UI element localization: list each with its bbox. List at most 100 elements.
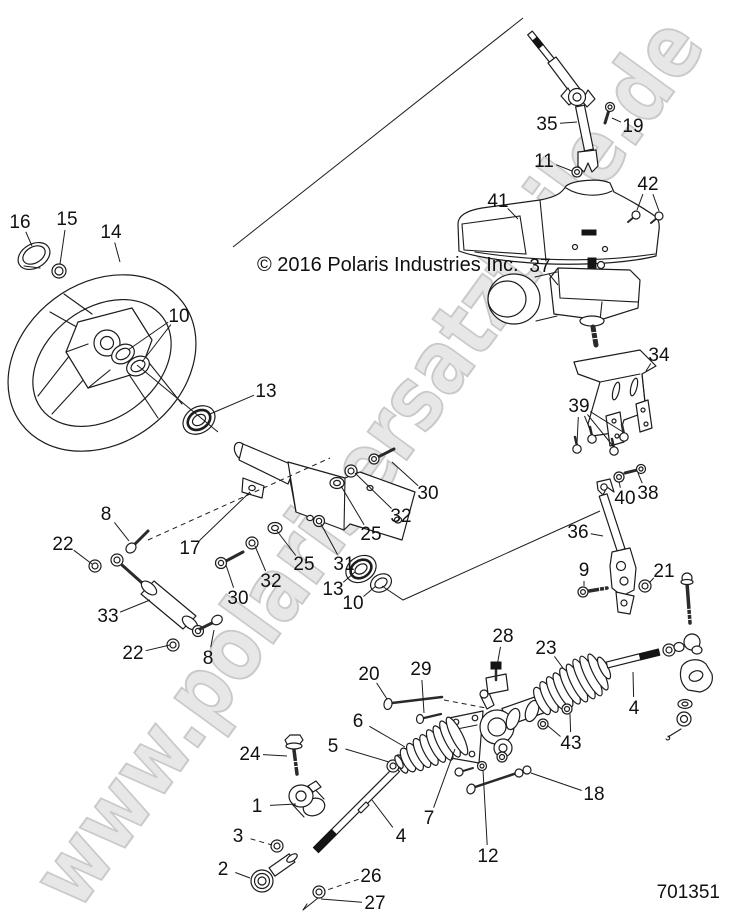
leader-line [433, 748, 456, 808]
callout-25: 25 [293, 554, 314, 575]
leader-line [250, 838, 273, 846]
copyright-text: © 2016 Polaris Industries Inc. [257, 254, 519, 276]
leader-line [507, 208, 519, 220]
callout-43: 43 [560, 733, 581, 754]
callout-41: 41 [487, 191, 508, 212]
leader-line [584, 415, 593, 435]
leader-line [496, 646, 501, 667]
leader-line [553, 656, 564, 669]
leader-line [611, 117, 622, 123]
fasteners-lower [214, 514, 326, 570]
steering-damper [110, 553, 205, 638]
callout-11: 11 [534, 151, 554, 172]
cotter-pin-27 [302, 897, 319, 911]
callout-22: 22 [52, 534, 73, 555]
callout-9: 9 [579, 560, 590, 581]
callout-20: 20 [358, 664, 379, 685]
leader-line [369, 725, 406, 748]
rack-housing [479, 689, 546, 758]
rod-end-2 [250, 853, 298, 893]
callout-18: 18 [583, 784, 604, 805]
leader-line [269, 803, 297, 806]
nut-26 [312, 885, 326, 899]
bolt-9 [577, 585, 609, 598]
leader-line [141, 324, 172, 363]
screw-washer-12 [454, 760, 488, 777]
callout-19: 19 [622, 116, 643, 137]
bearing-lower [345, 554, 393, 593]
callout-12: 12 [477, 846, 498, 867]
leader-line [376, 682, 388, 700]
damper-bolts [88, 529, 223, 652]
leader-line [590, 533, 604, 537]
callout-38: 38 [637, 483, 658, 504]
lower-steering-shaft [596, 478, 637, 615]
callout-8: 8 [203, 648, 214, 669]
callout-17: 17 [179, 538, 200, 559]
leader-line [652, 194, 660, 212]
leader-line [114, 242, 121, 263]
leader-line [391, 461, 419, 487]
leader-line [114, 522, 130, 542]
leader-line [320, 898, 363, 903]
callout-10: 10 [342, 593, 363, 614]
callout-3: 3 [233, 826, 244, 847]
leader-line [340, 485, 365, 525]
callout-14: 14 [100, 222, 122, 243]
callout-23: 23 [535, 638, 556, 659]
washer-40 [613, 471, 625, 483]
bolt-24 [284, 734, 304, 776]
leader-line [145, 644, 171, 652]
leader-line [354, 472, 392, 509]
callout-16: 16 [9, 212, 30, 233]
callout-10: 10 [168, 306, 189, 327]
leader-line [210, 629, 215, 648]
leader-line [25, 231, 33, 247]
leader-line [637, 472, 643, 484]
callout-13: 13 [255, 381, 276, 402]
leader-line [636, 193, 644, 211]
leader-line [645, 363, 652, 372]
leader-line [548, 273, 559, 286]
construction-line [381, 510, 601, 601]
callout-29: 29 [410, 659, 431, 680]
callout-13: 13 [322, 579, 343, 600]
tie-rod-right [605, 633, 713, 741]
wheel-nut [51, 263, 67, 279]
steering-wheel-cap [17, 241, 51, 271]
leader-line [199, 491, 251, 541]
leader-line [262, 754, 288, 757]
column-cover [457, 179, 660, 265]
leader-line [530, 772, 582, 791]
callout-2: 2 [218, 859, 229, 880]
callout-6: 6 [353, 711, 364, 732]
screws-42 [627, 210, 664, 224]
callout-37: 37 [529, 256, 550, 277]
leader-line [589, 411, 624, 433]
leader-line [254, 545, 267, 572]
callout-39: 39 [568, 396, 589, 417]
leader-line [73, 549, 93, 565]
callout-33: 33 [97, 606, 118, 627]
long-bolt-right [680, 572, 694, 625]
callout-32: 32 [260, 571, 281, 592]
callout-35: 35 [536, 114, 557, 135]
callout-5: 5 [328, 736, 339, 757]
callout-8: 8 [101, 504, 112, 525]
callout-25: 25 [360, 524, 381, 545]
callout-27: 27 [364, 893, 385, 914]
callout-34: 34 [648, 345, 670, 366]
leader-line [345, 748, 390, 763]
tie-rod-left [312, 755, 404, 854]
callout-42: 42 [637, 174, 658, 195]
leader-line [632, 671, 635, 698]
fasteners-upper [329, 447, 396, 490]
callout-24: 24 [239, 744, 261, 765]
leader-line [225, 564, 235, 588]
leader-line [371, 799, 394, 828]
bolt-18 [466, 765, 532, 795]
leader-line [320, 523, 338, 555]
nuts-43 [496, 703, 573, 763]
callout-1: 1 [252, 796, 263, 817]
